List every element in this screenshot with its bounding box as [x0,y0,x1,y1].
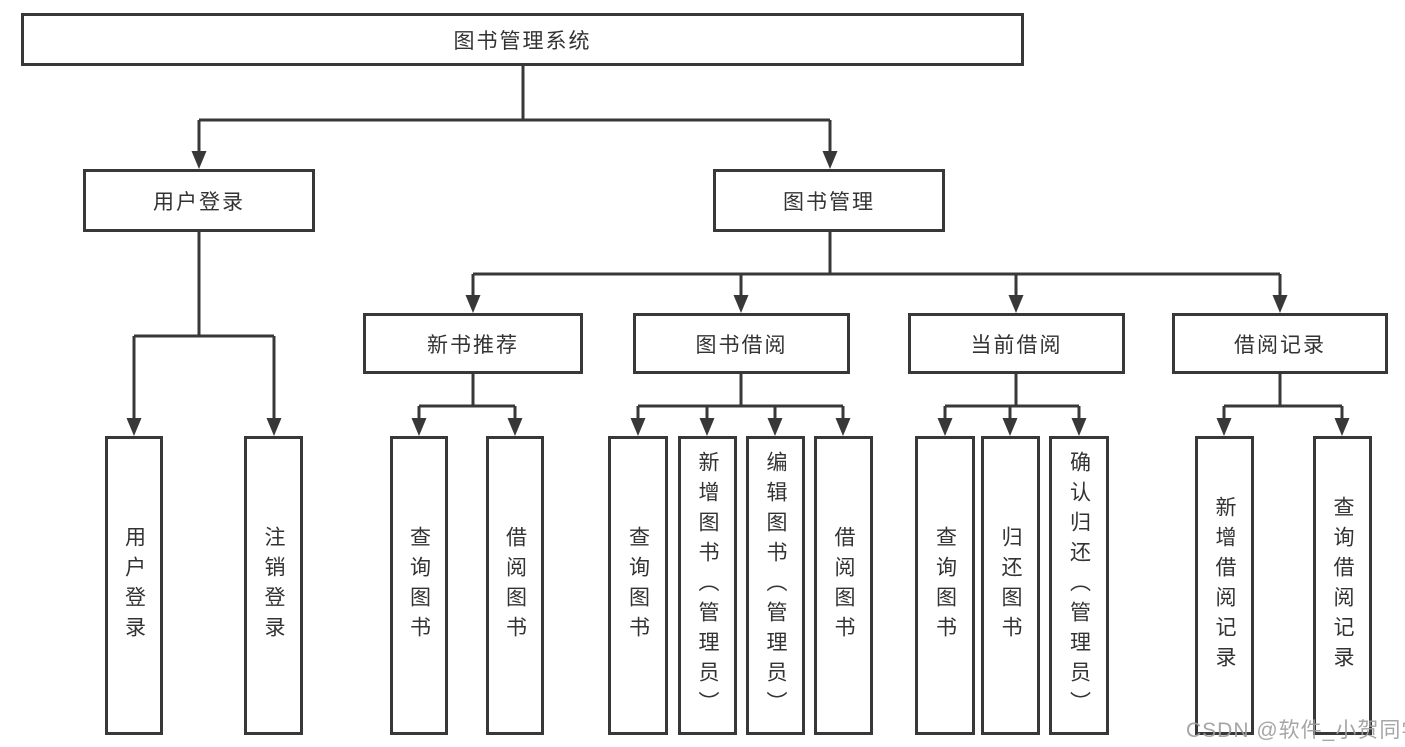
arrow-icon [1002,418,1018,436]
arrow-icon [191,151,207,169]
node-label: 图书管理 [783,190,875,214]
node-label: 归还图书 [999,525,1022,646]
leaf-edit-books-admin: 编辑图书（管理员） [746,436,805,735]
node-book-management: 图书管理 [713,169,945,232]
node-label: 查询图书 [626,525,650,646]
arrow-icon [411,418,427,436]
node-label: 查询图书 [407,525,431,646]
node-label: 注销登录 [262,525,285,646]
node-book-borrowing: 图书借阅 [633,313,850,374]
connector-root-to-level2 [197,66,832,152]
node-label: 编辑图书（管理员） [764,450,787,721]
arrow-icon [733,295,749,313]
connector-userlogin-to-leaves [132,232,276,419]
csdn-watermark: CSDN @软件_小贺同学 [1186,719,1405,742]
arrow-icon [822,151,838,169]
arrow-icon [1334,418,1350,436]
leaf-query-books-borrowing: 查询图书 [608,436,668,735]
arrow-icon [835,418,851,436]
leaf-query-books-current: 查询图书 [915,436,975,735]
node-label: 借阅图书 [503,525,527,646]
node-label: 借阅记录 [1234,333,1326,357]
leaf-query-borrow-record: 查询借阅记录 [1313,436,1372,735]
connector-bookmgmt-to-level3 [471,232,1282,296]
leaf-logout-login: 注销登录 [244,436,303,735]
arrow-icon [465,295,481,313]
arrow-icon [699,418,715,436]
leaf-borrow-books: 借阅图书 [814,436,873,735]
node-label: 新增图书（管理员） [696,450,719,721]
node-label: 用户登录 [122,525,146,646]
node-label: 图书管理系统 [453,29,592,53]
leaf-query-books-recommend: 查询图书 [390,436,448,735]
arrow-icon [1071,418,1087,436]
node-label: 新书推荐 [427,333,519,357]
node-label: 图书借阅 [695,333,788,357]
arrow-icon [126,418,142,436]
connector-level3-to-leaves [417,374,1344,419]
node-label: 新增借阅记录 [1213,495,1236,676]
leaf-return-books: 归还图书 [981,436,1040,735]
node-label: 用户登录 [153,190,245,214]
node-label: 当前借阅 [970,333,1063,357]
leaf-add-books-admin: 新增图书（管理员） [678,436,737,735]
arrow-icon [1008,295,1024,313]
leaf-add-borrow-record: 新增借阅记录 [1195,436,1254,735]
node-label: 借阅图书 [832,525,855,646]
arrow-icon [1272,295,1288,313]
arrow-icon [1216,418,1232,436]
leaf-user-login: 用户登录 [105,436,163,735]
node-current-borrowing: 当前借阅 [908,313,1125,374]
leaf-confirm-return-admin: 确认归还（管理员） [1049,436,1109,735]
node-label: 查询图书 [933,525,957,646]
arrow-icon [767,418,783,436]
arrow-icon [266,418,282,436]
arrow-icon [507,418,523,436]
node-user-login: 用户登录 [83,169,315,232]
arrow-icon [937,418,953,436]
arrow-icon [630,418,646,436]
node-root-system: 图书管理系统 [21,13,1024,66]
node-borrowing-records: 借阅记录 [1172,313,1388,374]
node-label: 确认归还（管理员） [1067,450,1091,721]
node-new-book-recommend: 新书推荐 [363,313,583,374]
leaf-borrow-books-recommend: 借阅图书 [486,436,544,735]
node-label: 查询借阅记录 [1331,495,1354,676]
